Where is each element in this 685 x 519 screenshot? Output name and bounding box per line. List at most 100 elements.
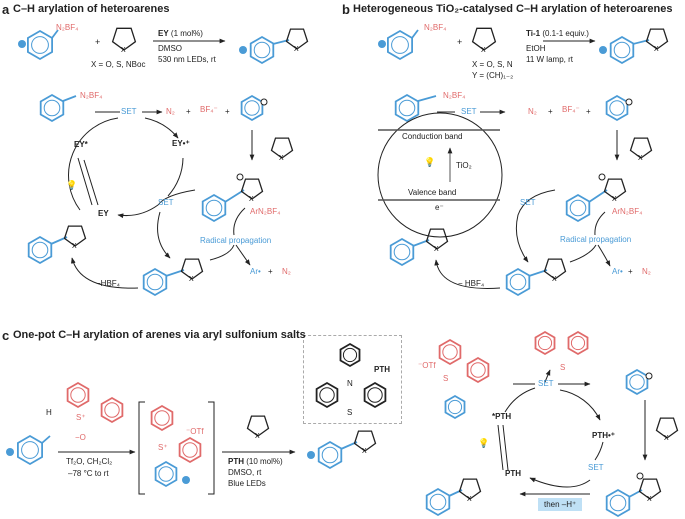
triflate-label: ⁻OTf <box>186 427 204 436</box>
panel-c-letter: c <box>2 328 10 343</box>
heteroatom-x-label: X <box>362 448 367 455</box>
aryl-ring-aromatic <box>253 41 271 59</box>
then-deprotonate-box: then –H⁺ <box>538 498 583 511</box>
aryl-ring-aromatic <box>31 241 49 259</box>
y-definition-b: Y = (CH)₁₋₂ <box>472 71 514 80</box>
n2-product-b: N₂ <box>642 267 651 276</box>
substituent-dot <box>239 46 247 54</box>
ar-n2bf4-a: ArN₂BF₄ <box>250 207 281 216</box>
heteroatom-x-label: X <box>664 435 669 442</box>
heteroarene-ring <box>180 258 204 280</box>
cycle-arc-right-c <box>594 441 604 461</box>
panel-b-letter: b <box>342 2 350 17</box>
excitation-arrows-a <box>77 157 99 206</box>
aryl-heteroaryl-bond <box>588 189 608 203</box>
aryl-ring-aromatic <box>569 199 587 217</box>
electron-label: e⁻ <box>435 203 444 212</box>
heteroarene-ring <box>425 228 449 250</box>
dbt-s-label: S <box>560 363 566 372</box>
heteroarene-ring <box>629 137 653 159</box>
x-definition-a: X = O, S, NBoc <box>91 60 146 69</box>
catalyst-amount-b: (0.1-1 equiv.) <box>542 29 589 38</box>
aryl-ring-aromatic <box>613 41 631 59</box>
radical-marker <box>625 98 633 106</box>
sulfoxide-ring-1 <box>66 381 90 409</box>
heteroatom-x-label: X <box>434 246 439 253</box>
catalyst-b: Ti-1 <box>526 29 541 38</box>
substituent-dot <box>599 46 607 54</box>
radical-marker <box>645 372 653 380</box>
valence-band-label: Valence band <box>408 188 457 197</box>
light-source-c: Blue LEDs <box>228 479 266 488</box>
heteroarene-ring <box>655 417 679 439</box>
minus-hbf4-a: −HBF₄ <box>96 279 120 288</box>
bf4-label-b: BF₄⁻ <box>562 105 580 114</box>
substituent-dot <box>18 40 26 48</box>
plus-sign: + <box>95 37 101 47</box>
phenyl-radical-ring-c-aromatic <box>629 374 645 390</box>
pth-excited: *PTH <box>492 412 512 421</box>
ey-ground: EY <box>98 209 109 218</box>
heteroarene-ring <box>111 27 137 51</box>
oxidation-arrow-a <box>157 211 171 259</box>
dbt-ring-2-aromatic <box>570 335 586 351</box>
sulfonium-cycle-ring-1 <box>438 338 462 366</box>
pth-ring-right <box>363 381 387 409</box>
heteroarene-ring <box>270 137 294 159</box>
dbt-ring-1 <box>534 330 556 356</box>
diazonium-label-b: N₂BF₄ <box>424 23 447 32</box>
heteroarene-ring <box>246 415 270 437</box>
heteroarene-ring <box>63 225 87 247</box>
tio2-particle-circle <box>377 112 503 238</box>
heteroarene-ring <box>645 28 669 50</box>
sulfonium-cycle-ring-2 <box>466 356 490 384</box>
solvent-a: DMSO <box>158 44 182 53</box>
heteroatom-x-label: X <box>255 433 260 440</box>
panel-b-title: Heterogeneous TiO₂-catalysed C–H arylati… <box>353 3 673 15</box>
minus-hbf4-b: − HBF₄ <box>458 279 485 288</box>
panel-c-title: One-pot C–H arylation of arenes via aryl… <box>13 329 306 341</box>
n2-label-a: N₂ <box>166 107 175 116</box>
ar-radical-b: Ar• <box>612 267 623 276</box>
set-label-top-c: SET <box>538 379 554 388</box>
radical-marker <box>260 98 268 106</box>
panel-a-title: C–H arylation of heteroarenes <box>13 3 170 15</box>
step1-temperature: –78 °C to rt <box>68 469 109 478</box>
solvent-b: EtOH <box>526 44 546 53</box>
propagation-arrows-b <box>569 211 610 266</box>
sulfonium-cycle-s: S <box>443 374 449 383</box>
dbt-release-arrow <box>544 369 551 383</box>
intermediate-brackets <box>138 401 215 495</box>
heteroatom-x-label: X <box>279 155 284 162</box>
cycle-arc-right-a <box>167 157 184 197</box>
heteroatom-x-label: X <box>189 276 194 283</box>
heteroatom-x-label: X <box>72 243 77 250</box>
radical-marker <box>636 472 644 480</box>
bond <box>417 95 437 102</box>
substituent-dot <box>182 476 190 484</box>
set-arrow-to-pth <box>529 477 591 488</box>
aryl-ring-aromatic <box>609 494 627 512</box>
radical-marker <box>236 173 244 181</box>
bf4-label-a: BF₄⁻ <box>200 105 218 114</box>
deprotonation-arrow-a <box>70 257 139 289</box>
heteroatom-x-label: X <box>294 46 299 53</box>
catalyst-amount-c: (10 mol%) <box>246 457 283 466</box>
substituent-dot <box>307 451 315 459</box>
aryldiazonium-ring-cycle-b-aromatic <box>398 99 416 117</box>
sulfoxide-s-label: S⁺ <box>76 413 86 422</box>
set-label-top-a: SET <box>121 107 137 116</box>
ey-excited: EY* <box>74 140 88 149</box>
pth-radical-cation: PTH•⁺ <box>592 431 616 440</box>
aryl-ring-aromatic <box>321 446 339 464</box>
dbt-ring-1-aromatic <box>537 335 553 351</box>
aryl-ring-aromatic <box>205 199 223 217</box>
heteroatom-x-label: X <box>612 196 617 203</box>
set-label-bottom-b: SET <box>520 198 536 207</box>
catalyst-c: PTH <box>228 457 244 466</box>
propagation-arrows-a <box>209 207 250 265</box>
aryldiazonium-ring-cycle-aromatic <box>43 99 61 117</box>
sulfonium-ring-1-aromatic <box>154 410 170 426</box>
x-definition-b: X = O, S, N <box>472 60 513 69</box>
